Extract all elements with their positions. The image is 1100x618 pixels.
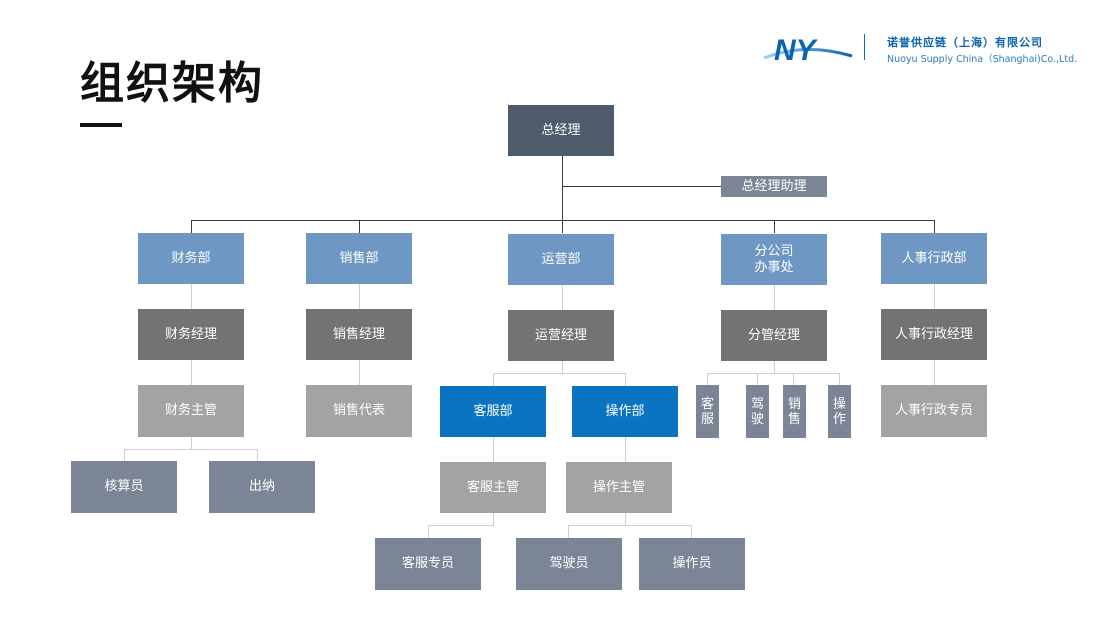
node-customer-service-specialist: 客服专员	[375, 538, 481, 590]
node-dept-operations: 运营部	[508, 234, 614, 285]
node-general-manager: 总经理	[508, 105, 614, 156]
connector	[562, 361, 563, 373]
connector	[191, 360, 192, 385]
connector	[359, 220, 360, 233]
node-dept-hr: 人事行政部	[881, 233, 987, 284]
connector	[562, 220, 563, 233]
node-operations-manager: 运营经理	[508, 310, 614, 361]
connector	[793, 373, 794, 385]
node-finance-manager: 财务经理	[138, 309, 244, 360]
connector	[934, 284, 935, 309]
node-dept-finance: 财务部	[138, 233, 244, 284]
node-accountant: 核算员	[71, 461, 177, 513]
connector	[707, 373, 708, 385]
connector	[493, 373, 626, 374]
title-underline	[80, 123, 122, 127]
connector	[191, 220, 192, 233]
connector	[428, 525, 494, 526]
logo-wordmark: NY	[774, 34, 819, 67]
connector	[428, 525, 429, 538]
company-name-en: Nuoyu Supply China（Shanghai)Co.,Ltd.	[887, 54, 1078, 65]
node-operations-supervisor: 操作主管	[566, 462, 672, 513]
node-branch-role-sales: 销售	[783, 385, 806, 438]
connector	[691, 525, 692, 538]
logo-divider	[864, 34, 865, 60]
node-operations-dept: 操作部	[572, 386, 678, 437]
connector	[934, 360, 935, 385]
node-assistant: 总经理助理	[721, 176, 827, 197]
node-sales-manager: 销售经理	[306, 309, 412, 360]
node-customer-service-supervisor: 客服主管	[440, 462, 546, 513]
connector	[625, 513, 626, 525]
node-branch-role-label: 销售	[787, 396, 801, 427]
node-branch-manager: 分管经理	[721, 310, 827, 361]
node-sales-rep: 销售代表	[306, 385, 412, 437]
node-dept-branch-line1: 分公司	[754, 243, 794, 259]
node-cashier: 出纳	[209, 461, 315, 513]
node-finance-supervisor: 财务主管	[138, 385, 244, 437]
node-hr-manager: 人事行政经理	[881, 309, 987, 360]
connector	[774, 285, 775, 310]
node-branch-role-operations: 操作	[828, 385, 851, 438]
connector	[124, 449, 125, 461]
connector	[562, 285, 563, 310]
node-branch-role-service: 客服	[696, 385, 719, 438]
connector	[934, 220, 935, 233]
node-branch-role-driver: 驾驶	[746, 385, 769, 438]
connector	[568, 525, 569, 538]
node-branch-role-label: 操作	[832, 396, 846, 427]
connector	[707, 373, 840, 374]
page-title: 组织架构	[80, 58, 264, 109]
connector	[625, 373, 626, 386]
node-dept-sales: 销售部	[306, 233, 412, 284]
connector	[493, 437, 494, 462]
connector	[191, 284, 192, 309]
company-name-cn: 诺誉供应链（上海）有限公司	[887, 36, 1043, 49]
connector	[359, 284, 360, 309]
node-branch-role-label: 客服	[700, 396, 714, 427]
connector	[124, 449, 258, 450]
connector	[625, 437, 626, 462]
node-hr-specialist: 人事行政专员	[881, 385, 987, 437]
connector	[568, 525, 692, 526]
connector	[493, 373, 494, 386]
connector	[774, 361, 775, 373]
company-logo: NY	[763, 34, 853, 67]
connector	[191, 437, 192, 449]
connector	[774, 220, 775, 233]
node-operator: 操作员	[639, 538, 745, 590]
connector	[493, 513, 494, 525]
connector	[257, 449, 258, 461]
node-dept-branch-line2: 办事处	[754, 259, 794, 275]
connector	[757, 373, 758, 385]
connector	[562, 186, 721, 187]
connector	[839, 373, 840, 385]
node-branch-role-label: 驾驶	[750, 396, 764, 427]
node-driver: 驾驶员	[516, 538, 622, 590]
connector	[359, 360, 360, 385]
node-dept-branch: 分公司 办事处	[721, 234, 827, 285]
connector	[562, 156, 563, 220]
node-customer-service-dept: 客服部	[440, 386, 546, 437]
